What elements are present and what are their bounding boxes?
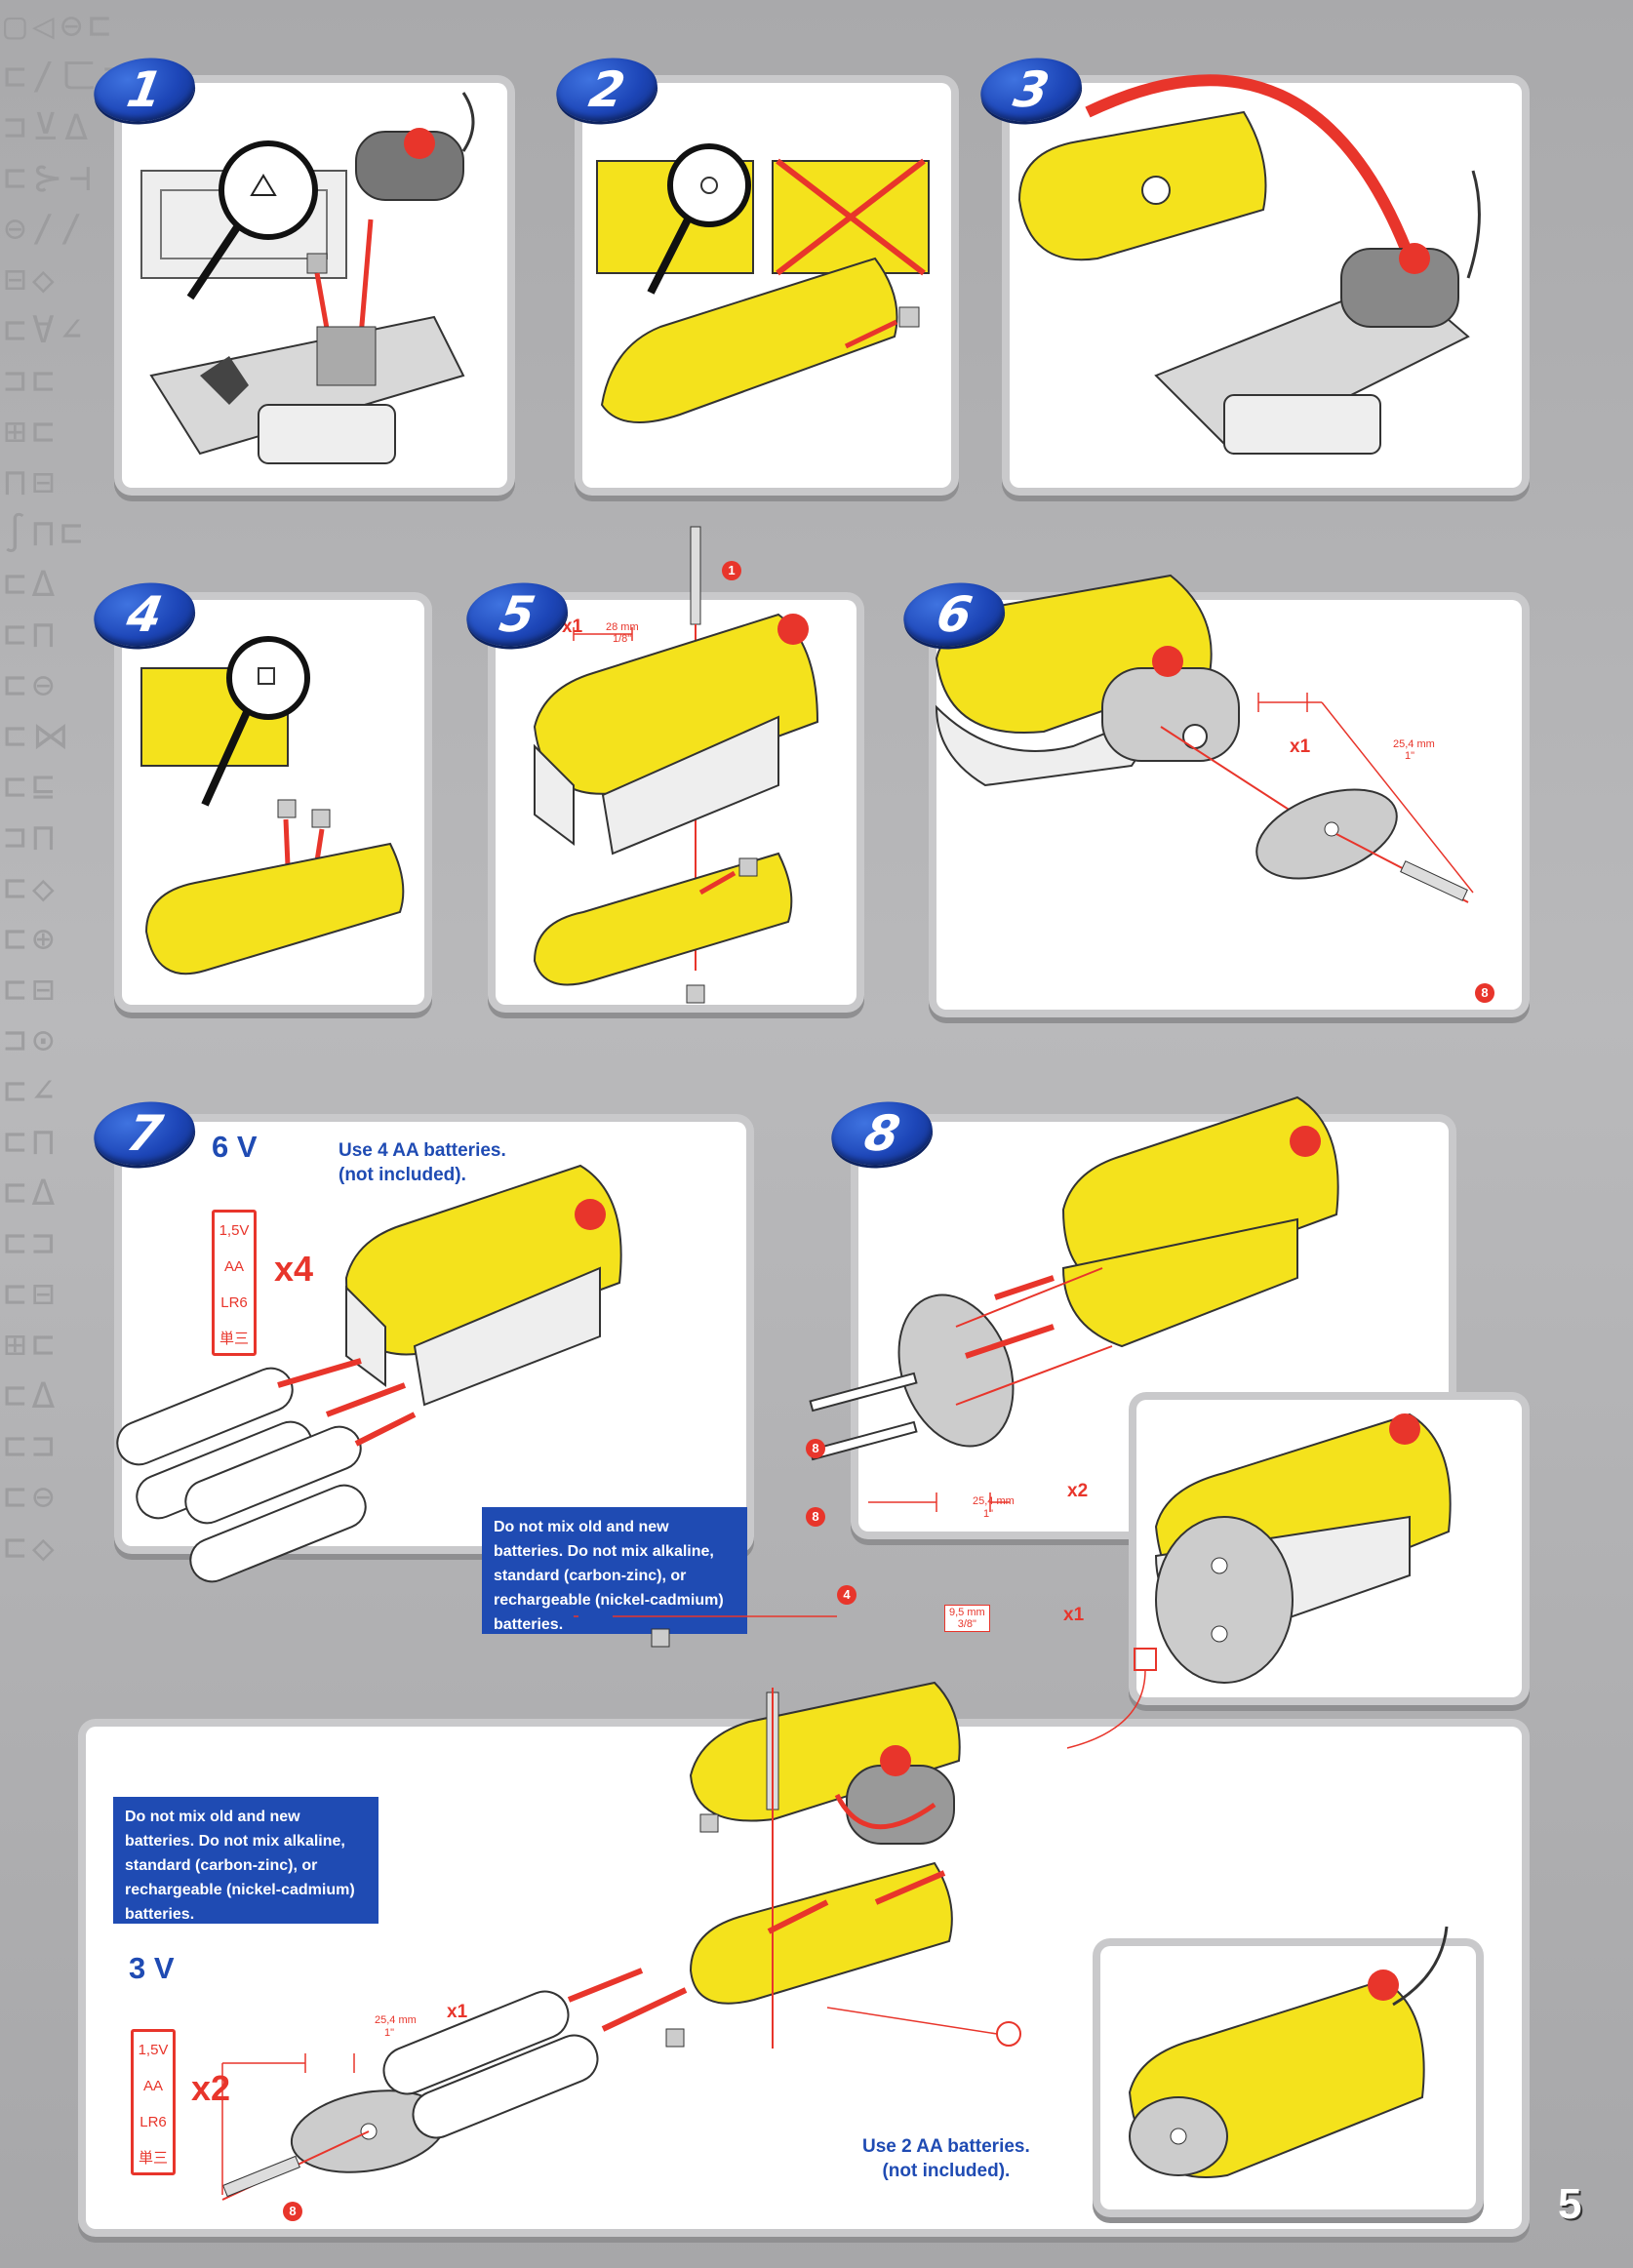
step-4-panel: [122, 600, 424, 1005]
bottom-bolt-qty: x1: [447, 2002, 468, 2022]
assembled-3v-illustration: [1128, 1926, 1449, 2178]
step-5-qty: x1: [562, 617, 583, 637]
step-3v-panel: 9,5 mm 3/8" x1 4 Do not mix old and new …: [86, 1585, 1522, 2229]
bottom-bolt-part: 8: [283, 2202, 302, 2221]
bottom-multiplier: x2: [191, 2068, 231, 2108]
background-glyphs: ▢◁⊖⊏ ⊏/ㄈ⊐ ⊐⊻∆ ⊏⊱⊣ ⊖∕∕ ⊟◇ ⊏∀∠ ⊐⊏ ⊞⊏ ⊓⊟ ∫⊓…: [4, 4, 132, 1569]
step-1-illustration: [140, 92, 475, 464]
step-1-panel: [122, 83, 507, 488]
step-7-voltage: 6 V: [212, 1130, 258, 1164]
step-7-warning: Do not mix old and new batteries. Do not…: [482, 1507, 747, 1634]
step-6-panel: x1 25,4 mm 1" 8: [935, 574, 1522, 1010]
assembled-6v-illustration: [1154, 1413, 1452, 1684]
page-number: 5: [1558, 2180, 1582, 2228]
step-5-illustration: [533, 526, 819, 1004]
step-8-length: 25,4 mm: [973, 1495, 1015, 1507]
bottom-voltage: 3 V: [129, 1951, 175, 1985]
step-7-illustration: [116, 1164, 622, 1583]
bottom-battery-icon: 1,5V AA LR6 単三: [131, 2029, 176, 2175]
step-8-part-no-b: 8: [806, 1507, 825, 1527]
bottom-screw-qty: x1: [1063, 1605, 1085, 1625]
step-3-illustration: [1017, 74, 1481, 456]
assembled-6v-inset: [1136, 1400, 1522, 1697]
bottom-use-text: Use 2 AA batteries. (not included).: [862, 2136, 1030, 2181]
step-5-part-no: 1: [722, 561, 741, 580]
step-7-use-text: Use 4 AA batteries. (not included).: [339, 1140, 506, 1185]
step-8-qty: x2: [1067, 1481, 1089, 1501]
step-5-panel: x1 28 mm 1/8" 1: [496, 526, 856, 1005]
step-3-panel: [1010, 74, 1522, 488]
step-6-length: 25,4 mm: [1393, 738, 1435, 750]
step-6-qty: x1: [1290, 736, 1311, 757]
bottom-warning: Do not mix old and new batteries. Do not…: [113, 1797, 378, 1924]
assembled-3v-inset: [1100, 1926, 1476, 2209]
step-5-inch: 1/8": [613, 633, 632, 645]
step-6-inch: 1": [1405, 750, 1415, 762]
step-8-illustration: [809, 1095, 1339, 1512]
step-6-part-no: 8: [1475, 983, 1494, 1003]
step-3v-illustration: [221, 1615, 1157, 2201]
step-7-battery-icon: 1,5V AA LR6 単三: [212, 1210, 257, 1356]
step-5-length: 28 mm: [606, 621, 639, 633]
bottom-screw-part: 4: [837, 1585, 856, 1605]
bottom-bolt-inch: 1": [384, 2027, 395, 2039]
step-8-part-no-a: 8: [806, 1439, 825, 1458]
bottom-screw-length: 9,5 mm 3/8": [944, 1605, 990, 1632]
step-2-illustration: [596, 143, 930, 423]
step-6-illustration: [935, 574, 1474, 903]
step-8-inch: 1": [983, 1508, 994, 1520]
step-2-panel: [582, 83, 951, 488]
bottom-bolt-length: 25,4 mm: [375, 2014, 417, 2026]
step-4-illustration: [140, 636, 405, 975]
step-7-panel: 6 V 1,5V AA LR6 単三 x4 Use 4 AA batteries…: [116, 1122, 746, 1583]
step-7-multiplier: x4: [274, 1249, 314, 1289]
